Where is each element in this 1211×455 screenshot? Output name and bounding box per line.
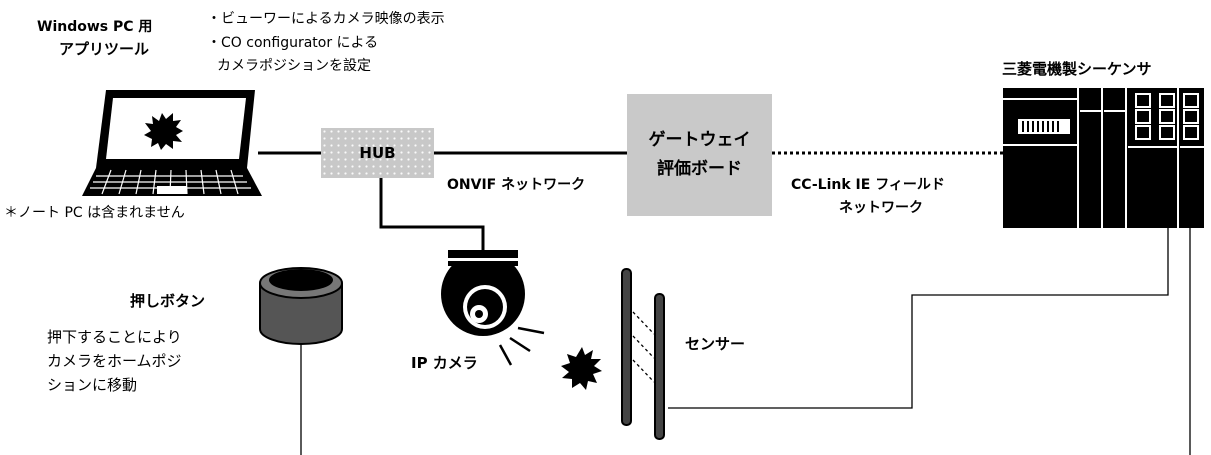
- button-desc-1: 押下することにより: [47, 328, 182, 346]
- plc-sensor-line: [668, 228, 1169, 409]
- sensor-icon: [621, 268, 665, 440]
- laptop-note: ＊ノート PC は含まれません: [4, 205, 185, 221]
- button-desc-3: ションに移動: [47, 376, 138, 394]
- ip-camera-icon: [441, 250, 545, 366]
- laptop-feature-3: カメラポジションを設定: [217, 58, 371, 74]
- button-desc-2: カメラをホームポジ: [47, 352, 182, 370]
- sensor-starburst-icon: [561, 347, 602, 390]
- hub-camera-line: [379, 178, 485, 250]
- gateway-line1: ゲートウェイ: [648, 130, 751, 151]
- laptop-starburst-icon: [144, 113, 183, 150]
- hub-box: HUB: [321, 128, 434, 178]
- cclink-label-line1: CC-Link IE フィールド: [791, 177, 945, 193]
- sensor-label: センサー: [685, 335, 746, 353]
- hub-label: HUB: [359, 144, 396, 162]
- laptop-feature-2: ・CO configurator による: [207, 35, 379, 51]
- cclink-label-line2: ネットワーク: [839, 200, 923, 216]
- onvif-network-label: ONVIF ネットワーク: [447, 177, 586, 193]
- push-button-icon: [259, 267, 343, 345]
- laptop-feature-1: ・ビューワーによるカメラ映像の表示: [207, 11, 445, 27]
- gateway-line2: 評価ボード: [657, 159, 742, 179]
- plc-icon: [1003, 88, 1204, 228]
- button-title: 押しボタン: [130, 292, 206, 310]
- gateway-board-box: ゲートウェイ 評価ボード: [627, 94, 772, 216]
- ip-camera-label: IP カメラ: [411, 354, 478, 372]
- laptop-icon: [82, 90, 262, 196]
- plc-title: 三菱電機製シーケンサ: [1002, 60, 1152, 78]
- laptop-title-line2: アプリツール: [59, 40, 150, 58]
- laptop-title-line1: Windows PC 用: [37, 19, 153, 35]
